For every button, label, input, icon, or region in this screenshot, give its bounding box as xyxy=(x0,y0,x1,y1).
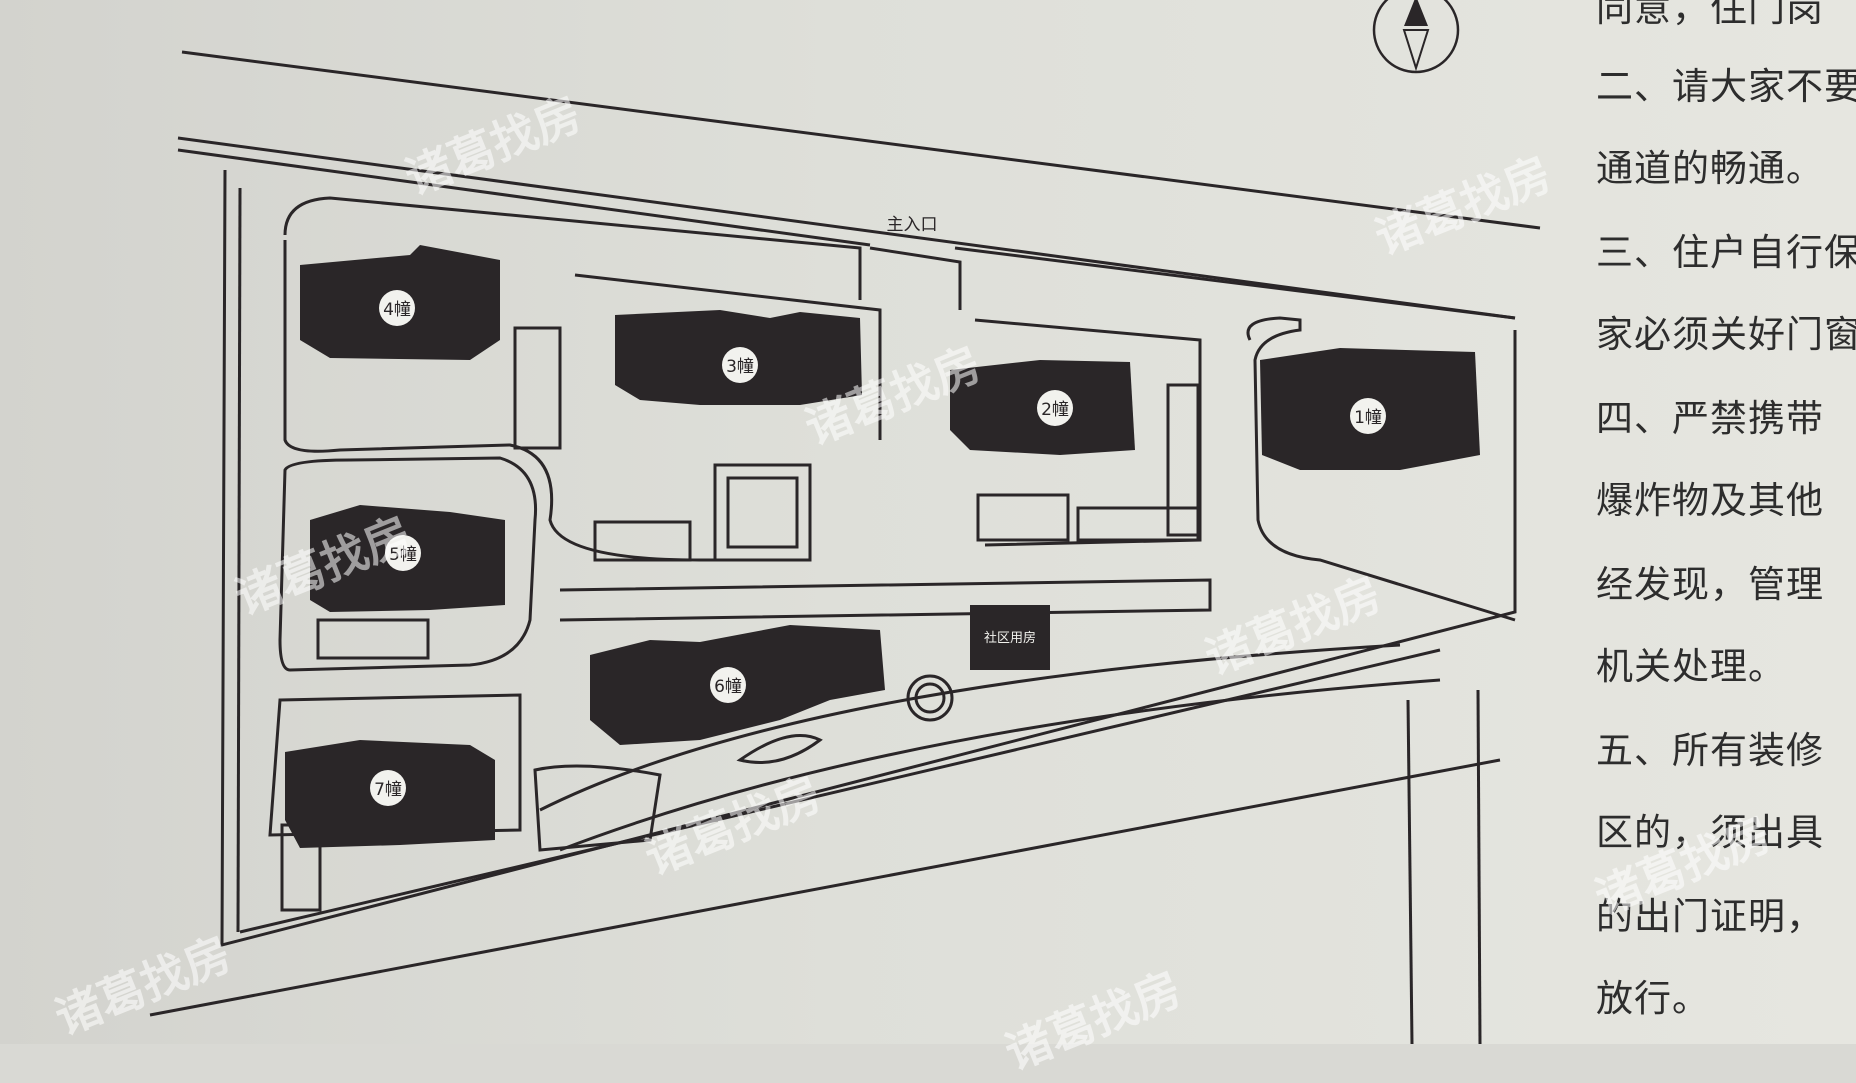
south-curve-road-2 xyxy=(559,678,1441,852)
svg-text:7幢: 7幢 xyxy=(374,780,402,800)
svg-text:1幢: 1幢 xyxy=(1354,408,1382,428)
community-room-label: 社区用房 xyxy=(984,630,1036,646)
pool xyxy=(976,493,1070,542)
notice-line: 机关处理。 xyxy=(1596,645,1786,688)
street-line-2 xyxy=(177,136,1516,320)
building-label-2: 2幢 xyxy=(1037,390,1073,426)
street-line-4 xyxy=(954,246,1516,320)
notice-line: 爆炸物及其他 xyxy=(1596,479,1824,522)
notice-board-text: 同意，住门岗 二、请大家不要 通道的畅通。 三、住户自行保 家必须关好门窗 四、… xyxy=(1596,0,1856,1044)
garden-path xyxy=(736,734,823,764)
parking-lot-4 xyxy=(1166,383,1200,537)
parking-lot-5 xyxy=(316,618,430,660)
notice-line: 三、住户自行保 xyxy=(1596,231,1856,274)
building-label-3: 3幢 xyxy=(722,347,758,383)
south-curve-road xyxy=(539,643,1401,812)
central-plaza-inner xyxy=(726,476,799,549)
north-arrow-icon xyxy=(1372,0,1460,74)
building-label-7: 7幢 xyxy=(370,770,406,806)
central-street xyxy=(559,578,1212,622)
notice-line: 区的，须出具 xyxy=(1596,811,1824,854)
central-plaza xyxy=(713,463,812,562)
notice-line: 的出门证明， xyxy=(1596,895,1824,938)
notice-line: 家必须关好门窗 xyxy=(1596,313,1856,356)
building-label-4: 4幢 xyxy=(379,290,415,326)
side-road-right xyxy=(1476,689,1482,1044)
notice-line: 二、请大家不要 xyxy=(1596,65,1856,108)
fountain-inner xyxy=(914,682,946,714)
street-line-top xyxy=(181,50,1541,230)
notice-line: 同意，住门岗 xyxy=(1596,0,1824,30)
svg-text:4幢: 4幢 xyxy=(383,300,411,320)
svg-text:6幢: 6幢 xyxy=(714,677,742,697)
side-road-left xyxy=(1406,699,1414,1044)
north-road xyxy=(283,196,962,310)
building-labels: 4幢 3幢 2幢 1幢 5幢 6幢 xyxy=(370,290,1386,806)
street-line-3 xyxy=(177,148,871,247)
svg-text:2幢: 2幢 xyxy=(1041,400,1069,420)
main-entrance-label: 主入口 xyxy=(887,215,938,235)
notice-line: 放行。 xyxy=(1596,977,1710,1020)
block5-loop xyxy=(278,456,538,672)
notice-line: 通道的畅通。 xyxy=(1596,147,1824,190)
site-plan-map: 4幢 3幢 2幢 1幢 5幢 6幢 xyxy=(149,0,1541,1044)
west-loop-road xyxy=(283,240,720,562)
parking-lot-1 xyxy=(513,326,562,450)
building-label-5: 5幢 xyxy=(385,535,421,571)
svg-text:3幢: 3幢 xyxy=(726,357,754,377)
notice-line: 四、严禁携带 xyxy=(1596,397,1824,440)
building-label-6: 6幢 xyxy=(710,667,746,703)
community-room-block xyxy=(970,605,1050,670)
site-boundary-inner xyxy=(236,187,242,933)
site-boundary xyxy=(220,169,1517,947)
garden xyxy=(533,764,662,852)
lower-road-inner xyxy=(239,648,1441,934)
center-road xyxy=(574,273,1202,547)
building-label-1: 1幢 xyxy=(1350,398,1386,434)
notice-line: 经发现，管理 xyxy=(1596,563,1824,606)
parking-lot-2 xyxy=(593,520,692,562)
east-road xyxy=(1246,316,1516,622)
fountain xyxy=(906,674,954,722)
svg-text:5幢: 5幢 xyxy=(389,545,417,565)
notice-line: 五、所有装修 xyxy=(1596,729,1824,772)
lower-road-edge xyxy=(149,758,1501,1017)
block7-loop xyxy=(268,693,522,837)
